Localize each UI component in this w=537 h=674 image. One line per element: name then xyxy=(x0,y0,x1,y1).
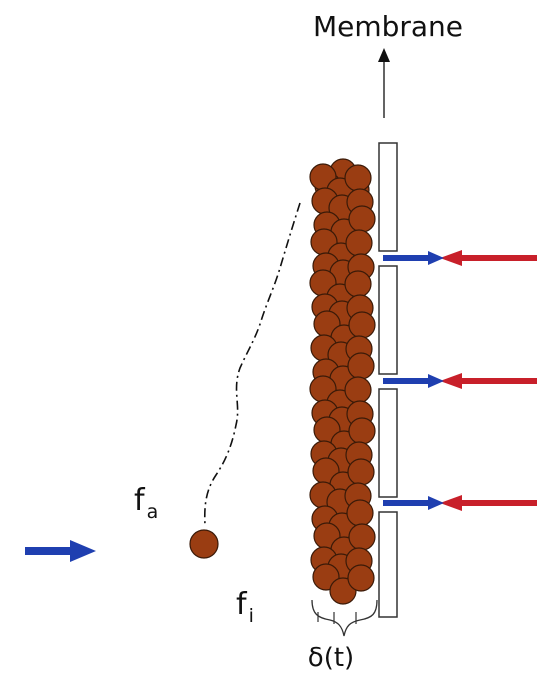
cake-particle xyxy=(348,311,376,339)
cake-particle xyxy=(347,564,375,592)
cake-particle xyxy=(344,376,372,404)
membrane-label: Membrane xyxy=(313,10,463,43)
red-flow-arrow xyxy=(458,500,537,506)
particle-trajectory xyxy=(203,202,301,526)
cake-thickness-label: δ(t) xyxy=(308,643,354,673)
blue-flow-arrow xyxy=(383,500,431,506)
thickness-brace xyxy=(311,599,378,637)
cake-particle xyxy=(344,164,372,192)
cake-particle xyxy=(346,499,374,527)
membrane-segment xyxy=(378,388,398,498)
approaching-particle xyxy=(189,529,219,559)
red-flow-arrow-head xyxy=(440,250,462,266)
red-flow-arrow xyxy=(458,378,537,384)
red-flow-arrow-head xyxy=(440,373,462,389)
up-arrow-head xyxy=(378,48,390,62)
permeate-arrows xyxy=(383,250,537,511)
cake-particle xyxy=(347,458,375,486)
blue-flow-arrow-head xyxy=(428,374,444,388)
red-flow-arrow xyxy=(458,255,537,261)
cake-particle xyxy=(344,270,372,298)
membrane-segment xyxy=(378,511,398,618)
red-flow-arrow-head xyxy=(440,495,462,511)
cake-particle xyxy=(348,205,376,233)
membrane-segment xyxy=(378,142,398,252)
cake-particle xyxy=(345,229,373,257)
cake-layer xyxy=(309,158,376,605)
blue-flow-arrow-head xyxy=(428,251,444,265)
membrane-segment xyxy=(378,265,398,375)
cake-particle xyxy=(348,523,376,551)
blue-flow-arrow xyxy=(383,255,431,261)
blue-flow-arrow-head xyxy=(428,496,444,510)
cake-particle xyxy=(348,417,376,445)
cake-particle xyxy=(347,352,375,380)
membrane xyxy=(378,142,398,618)
blue-flow-arrow xyxy=(383,378,431,384)
right-arrow-icon xyxy=(25,540,96,562)
